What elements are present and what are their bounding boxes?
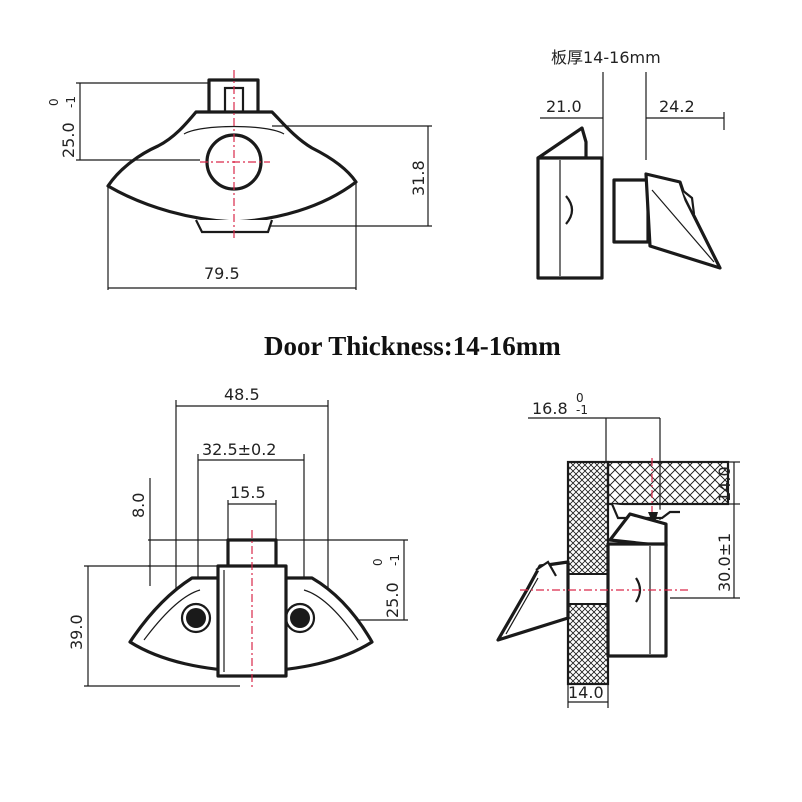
top-tol-upper: 0 [576, 391, 584, 405]
right-height-label-bottom: 25.0 [383, 582, 402, 618]
lever-tip [681, 189, 696, 215]
height-label: 25.0 [59, 122, 78, 158]
height-tol-lower: -1 [64, 96, 78, 108]
side-hole-arc [565, 195, 574, 225]
side-block-right [612, 178, 650, 244]
height-tol-upper: 0 [47, 98, 61, 106]
tab-width-label: 15.5 [230, 483, 266, 502]
panel-thickness-label: 板厚14-16mm [551, 48, 661, 67]
outer-knob [496, 560, 570, 642]
top-depth-label: 16.8 [532, 399, 568, 418]
caption: Door Thickness:14-16mm [264, 331, 561, 361]
right-tol-upper: 0 [371, 558, 385, 566]
bottom-section-view: 16.8 0 -1 14.0 30.0±1 14.0 [496, 391, 740, 708]
panel-hole [567, 573, 609, 605]
overall-width-label: 48.5 [224, 385, 260, 404]
knob-tip [535, 560, 557, 577]
right-tol-lower: -1 [388, 554, 402, 566]
side-wedge [536, 126, 588, 160]
right-height-label: 31.8 [409, 160, 428, 196]
right-screw-icon [290, 608, 310, 628]
width-label: 79.5 [204, 264, 240, 283]
left-depth-label: 21.0 [546, 97, 582, 116]
offset-label: 30.0±1 [715, 533, 734, 592]
tab-height-label: 8.0 [129, 493, 148, 518]
strike-plate [610, 503, 680, 520]
left-height-label: 39.0 [67, 614, 86, 650]
top-front-view: 25.0 0 -1 31.8 79.5 [47, 70, 432, 290]
top-side-view: 板厚14-16mm 21.0 24.2 [536, 48, 725, 280]
door-frame [606, 460, 730, 506]
frame-thickness-label: 14.0 [715, 466, 734, 502]
bottom-front-view: 48.5 32.5±0.2 15.5 8.0 39.0 25.0 0 -1 [67, 385, 408, 690]
side-lever [644, 172, 722, 270]
top-tol-lower: -1 [576, 403, 588, 417]
hole-spacing-label: 32.5±0.2 [202, 440, 276, 459]
body-inner-line [183, 125, 285, 135]
right-depth-label: 24.2 [659, 97, 695, 116]
left-screw-icon [186, 608, 206, 628]
door-thickness-label: 14.0 [568, 683, 604, 702]
